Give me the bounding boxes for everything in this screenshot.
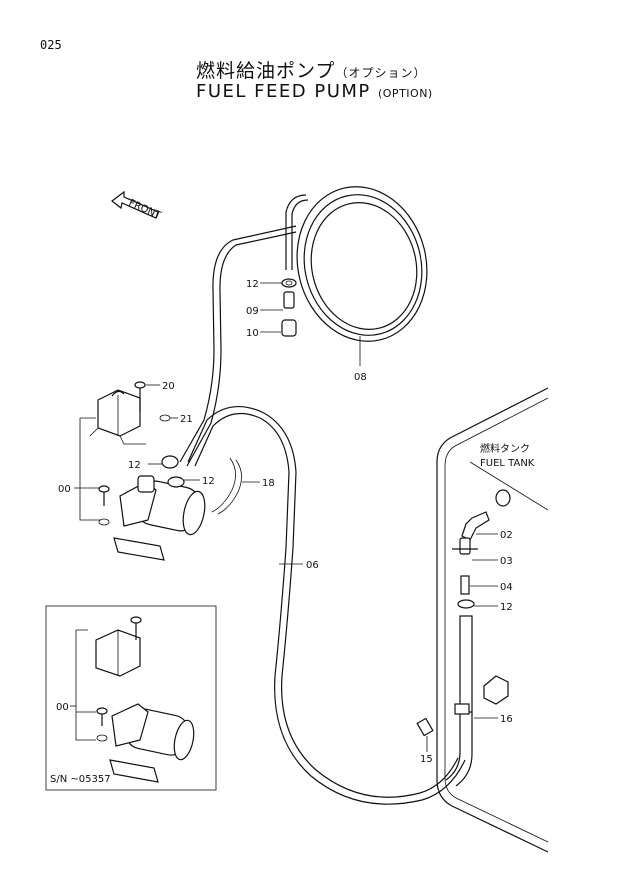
tank-fittings <box>416 489 511 787</box>
callout-12-pump: 12 <box>128 460 141 471</box>
callout-12-clamp: 12 <box>202 476 215 487</box>
callout-16: 16 <box>500 714 513 725</box>
callout-00-inset: 00 <box>56 702 69 713</box>
title-english-main: FUEL FEED PUMP <box>196 81 371 102</box>
callout-02: 02 <box>500 530 513 541</box>
tank-label-jp: 燃料タンク <box>480 442 530 455</box>
title-japanese-sub: （オプション） <box>335 66 427 80</box>
callout-00: 00 <box>58 484 71 495</box>
callout-10: 10 <box>246 328 259 339</box>
callout-20: 20 <box>162 381 175 392</box>
title-english: FUEL FEED PUMP (OPTION) <box>196 81 433 102</box>
title-japanese: 燃料給油ポンプ（オプション） <box>196 56 426 83</box>
front-label: FRONT <box>127 198 163 222</box>
coiled-hose <box>285 186 428 366</box>
callout-09: 09 <box>246 306 259 317</box>
callout-08: 08 <box>354 372 367 383</box>
pump-assembly <box>74 381 260 561</box>
title-english-sub: (OPTION) <box>377 87 433 100</box>
fittings-upper <box>260 278 297 337</box>
callout-18: 18 <box>262 478 275 489</box>
callout-21: 21 <box>180 414 193 425</box>
fuel-tank <box>436 387 549 853</box>
callout-03: 03 <box>500 556 513 567</box>
tank-label-en: FUEL TANK <box>480 458 535 469</box>
serial-note: S/N ~05357 <box>50 774 111 785</box>
front-arrow-icon: FRONT <box>111 190 163 222</box>
callout-12: 12 <box>246 279 259 290</box>
page-number: 025 <box>40 38 62 52</box>
callout-06: 06 <box>306 560 319 571</box>
title-japanese-main: 燃料給油ポンプ <box>196 60 336 82</box>
callout-15: 15 <box>420 754 433 765</box>
callout-12-tank: 12 <box>500 602 513 613</box>
inset-box <box>45 605 217 791</box>
callout-04: 04 <box>500 582 513 593</box>
main-hose <box>179 225 466 805</box>
